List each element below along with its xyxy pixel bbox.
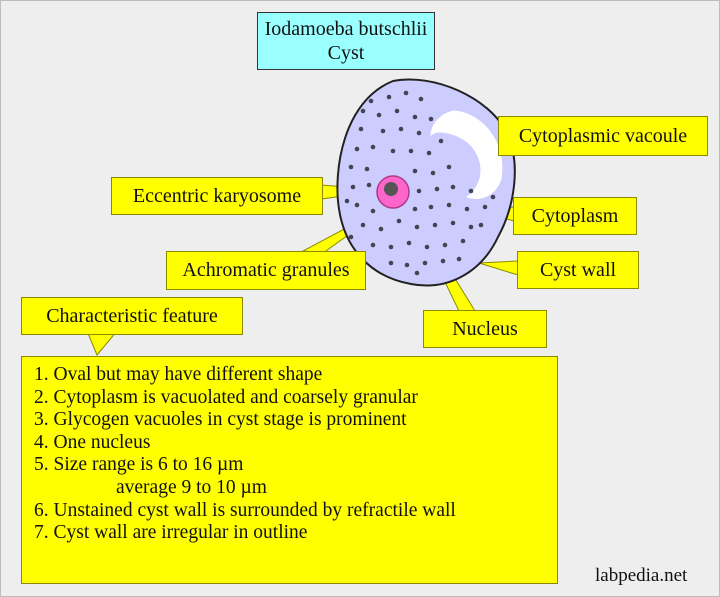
granule (434, 186, 440, 192)
granule (446, 164, 452, 170)
label-achromatic-granules: Achromatic granules (166, 251, 366, 290)
characteristic-feature-list: 1. Oval but may have different shape 2. … (21, 356, 558, 584)
granule (482, 204, 488, 210)
granule (364, 166, 370, 172)
granule (438, 138, 444, 144)
feature-item: average 9 to 10 µm (116, 476, 267, 498)
label-cytoplasm: Cytoplasm (513, 197, 637, 235)
granule (378, 226, 384, 232)
granule (428, 204, 434, 210)
granule (416, 188, 422, 194)
granule (426, 150, 432, 156)
granule (360, 222, 366, 228)
granule (446, 202, 452, 208)
label-cytoplasmic-vacuole: Cytoplasmic vacoule (498, 116, 708, 156)
granule (388, 244, 394, 250)
granule (424, 244, 430, 250)
granule (354, 146, 360, 152)
feature-item: 1. Oval but may have different shape (34, 364, 323, 385)
granule (370, 144, 376, 150)
granule (388, 260, 394, 266)
granule (350, 184, 356, 190)
granule (422, 260, 428, 266)
granule (456, 256, 462, 262)
feature-item: 3. Glycogen vacuoles in cyst stage is pr… (34, 409, 407, 431)
granule (478, 222, 484, 228)
granule (348, 234, 354, 240)
granule (464, 206, 470, 212)
granule (404, 262, 410, 268)
feature-item: 5. Size range is 6 to 16 µm (34, 454, 244, 476)
granule (396, 218, 402, 224)
label-nucleus: Nucleus (423, 310, 547, 348)
granule (468, 188, 474, 194)
granule (403, 90, 409, 96)
diagram-title: Iodamoeba butschlii Cyst (257, 12, 435, 70)
label-characteristic-feature: Characteristic feature (21, 297, 243, 335)
granule (368, 98, 374, 104)
granule (408, 148, 414, 154)
feature-item: 6. Unstained cyst wall is surrounded by … (34, 499, 456, 521)
granule (490, 194, 496, 200)
granule (406, 240, 412, 246)
pointer-cyst-wall (478, 260, 519, 276)
granule (394, 108, 400, 114)
granule (376, 112, 382, 118)
granule (358, 126, 364, 132)
granule (418, 96, 424, 102)
feature-item: 7. Cyst wall are irregular in outline (34, 522, 308, 544)
title-line-1: Iodamoeba butschlii (264, 18, 428, 40)
granule (412, 114, 418, 120)
title-line-2: Cyst (327, 42, 365, 64)
granule (360, 108, 366, 114)
granule (430, 170, 436, 176)
cytoplasmic-granules (344, 90, 496, 276)
granule (468, 224, 474, 230)
granule (390, 148, 396, 154)
granule (380, 128, 386, 134)
source-credit: labpedia.net (595, 565, 688, 586)
granule (432, 222, 438, 228)
granule (416, 130, 422, 136)
granule (344, 198, 350, 204)
granule (440, 258, 446, 264)
feature-item: 2. Cytoplasm is vacuolated and coarsely … (34, 386, 418, 408)
granule (442, 242, 448, 248)
granule (370, 242, 376, 248)
granule (370, 208, 376, 214)
granule (366, 182, 372, 188)
eccentric-karyosome (384, 182, 398, 196)
label-eccentric-karyosome: Eccentric karyosome (111, 177, 323, 215)
granule (412, 168, 418, 174)
granule (428, 116, 434, 122)
granule (386, 94, 392, 100)
granule (414, 224, 420, 230)
granule (398, 126, 404, 132)
granule (460, 238, 466, 244)
granule (412, 206, 418, 212)
feature-item: 4. One nucleus (34, 431, 151, 453)
label-cyst-wall: Cyst wall (517, 251, 639, 289)
granule (348, 164, 354, 170)
granule (450, 184, 456, 190)
granule (414, 270, 420, 276)
granule (450, 220, 456, 226)
granule (354, 202, 360, 208)
